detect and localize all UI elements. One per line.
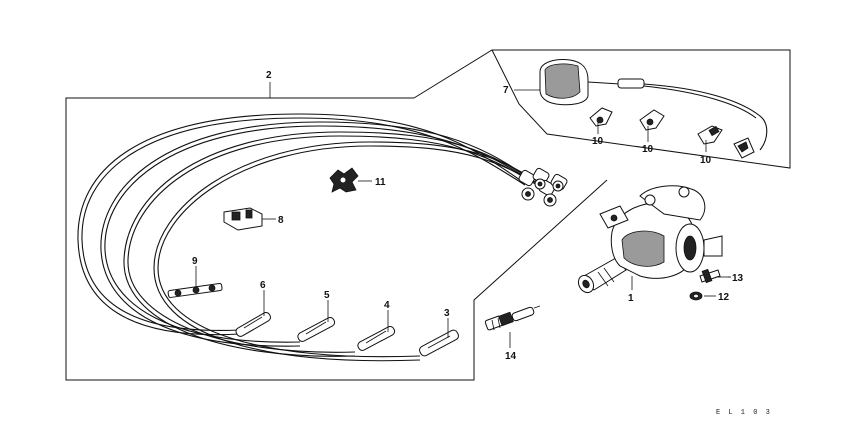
wire-clip-8 (223, 207, 263, 231)
wire-holder-9 (167, 283, 223, 298)
callout-13: 13 (732, 273, 744, 284)
spark-plug-14 (484, 305, 541, 331)
plug-cap-5 (297, 316, 336, 342)
callout-6: 6 (260, 280, 266, 291)
bolt-13 (699, 268, 721, 284)
ignition-wire-set (77, 113, 568, 362)
drawing-code: E L 1 0 3 (716, 409, 772, 417)
callout-9: 9 (192, 256, 198, 267)
callout-1: 1 (628, 293, 634, 304)
callout-10-c: 10 (700, 155, 712, 166)
callout-2: 2 (266, 70, 272, 81)
terminal-10-b (639, 109, 665, 131)
terminal-10-a (589, 107, 613, 127)
condenser-7 (539, 59, 768, 159)
washer-12 (689, 291, 703, 301)
callout-10-a: 10 (592, 136, 604, 147)
callout-4: 4 (384, 300, 390, 311)
main-group-outline (65, 97, 608, 381)
leader-lines (195, 82, 730, 348)
callout-3: 3 (444, 308, 450, 319)
callout-8: 8 (278, 215, 284, 226)
callout-7: 7 (503, 85, 509, 96)
distributor-1 (577, 185, 723, 294)
wire-clip-11 (329, 167, 359, 193)
plug-cap-3 (419, 329, 459, 357)
callout-5: 5 (324, 290, 330, 301)
condenser-group-outline (413, 49, 791, 169)
callout-12: 12 (718, 292, 730, 303)
distributor-wire-boots (518, 167, 568, 207)
callout-14: 14 (505, 351, 517, 362)
callout-11: 11 (375, 177, 386, 188)
plug-cap-6 (235, 312, 271, 337)
callout-10-b: 10 (642, 144, 654, 155)
plug-cap-4 (357, 325, 396, 351)
terminal-10-c (697, 125, 723, 145)
